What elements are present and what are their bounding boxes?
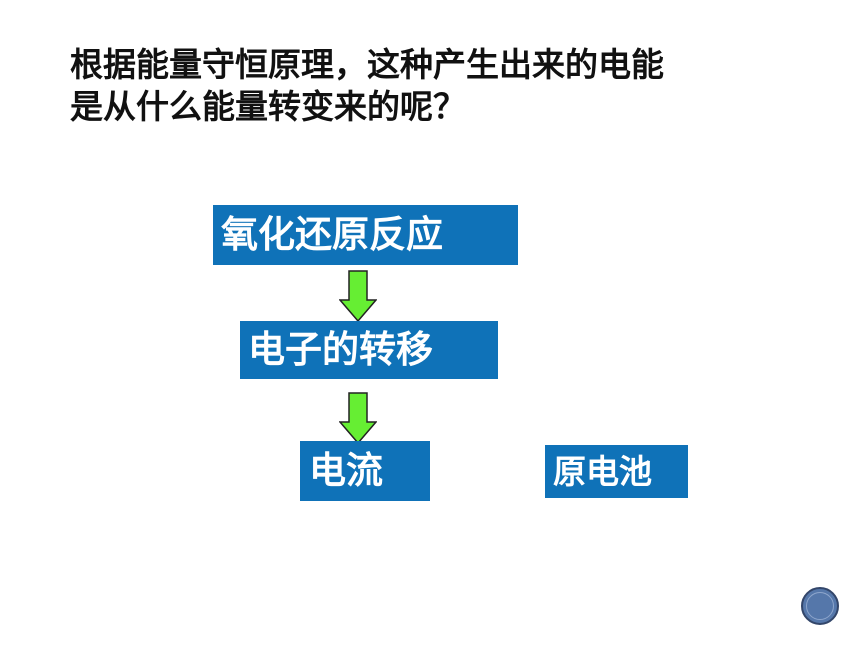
current-box: 电流 xyxy=(300,441,430,501)
electron-transfer-box: 电子的转移 xyxy=(240,321,498,379)
galvanic-cell-box: 原电池 xyxy=(545,445,688,498)
question-line-2: 是从什么能量转变来的呢？ xyxy=(70,87,466,126)
down-arrow-icon xyxy=(339,270,377,322)
question-line-1: 根据能量守恒原理，这种产生出来的电能 xyxy=(70,45,664,84)
down-arrow-icon xyxy=(339,392,377,444)
redox-reaction-box: 氧化还原反应 xyxy=(213,205,518,265)
nav-circle-icon[interactable] xyxy=(801,587,839,625)
question-title: 根据能量守恒原理，这种产生出来的电能 是从什么能量转变来的呢？ xyxy=(70,44,800,128)
